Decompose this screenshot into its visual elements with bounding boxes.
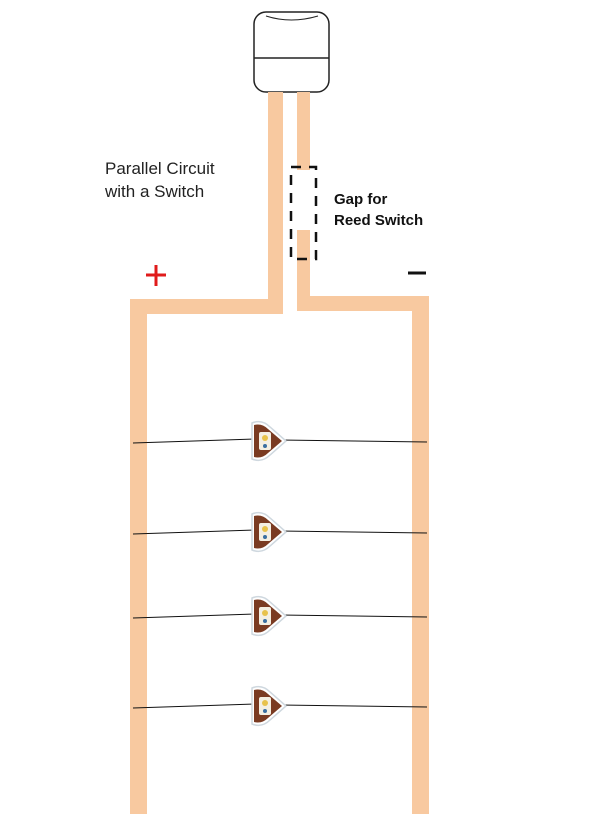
led-wire-right — [279, 614, 428, 618]
gap-label: Gap for Reed Switch — [334, 191, 424, 229]
led-row — [132, 685, 428, 727]
reed-switch-gap-box — [289, 165, 318, 261]
battery-icon — [253, 11, 330, 93]
led-wire-right — [279, 704, 428, 708]
led-wire-right — [279, 530, 428, 534]
trace-positive-bus — [130, 299, 283, 314]
led-rows — [132, 420, 428, 727]
positive-terminal-icon — [146, 265, 166, 286]
led-sticker-icon — [251, 685, 288, 727]
led-row — [132, 511, 428, 553]
led-wire-left — [132, 613, 257, 619]
led-row — [132, 420, 428, 462]
trace-negative-lead-bottom — [297, 230, 310, 298]
trace-positive-rail — [130, 299, 147, 814]
trace-positive-lead — [268, 92, 283, 306]
led-sticker-icon — [251, 511, 288, 553]
led-wire-left — [132, 438, 257, 444]
led-sticker-icon — [251, 595, 288, 637]
copper-traces — [130, 92, 429, 814]
led-wire-left — [132, 703, 257, 709]
diagram-title: Parallel Circuit with a Switch — [105, 159, 215, 201]
trace-negative-rail — [412, 296, 429, 814]
led-wire-left — [132, 529, 257, 535]
led-wire-right — [279, 439, 428, 443]
led-sticker-icon — [251, 420, 288, 462]
trace-negative-bus — [297, 296, 428, 311]
led-row — [132, 595, 428, 637]
trace-negative-lead-top — [297, 92, 310, 170]
